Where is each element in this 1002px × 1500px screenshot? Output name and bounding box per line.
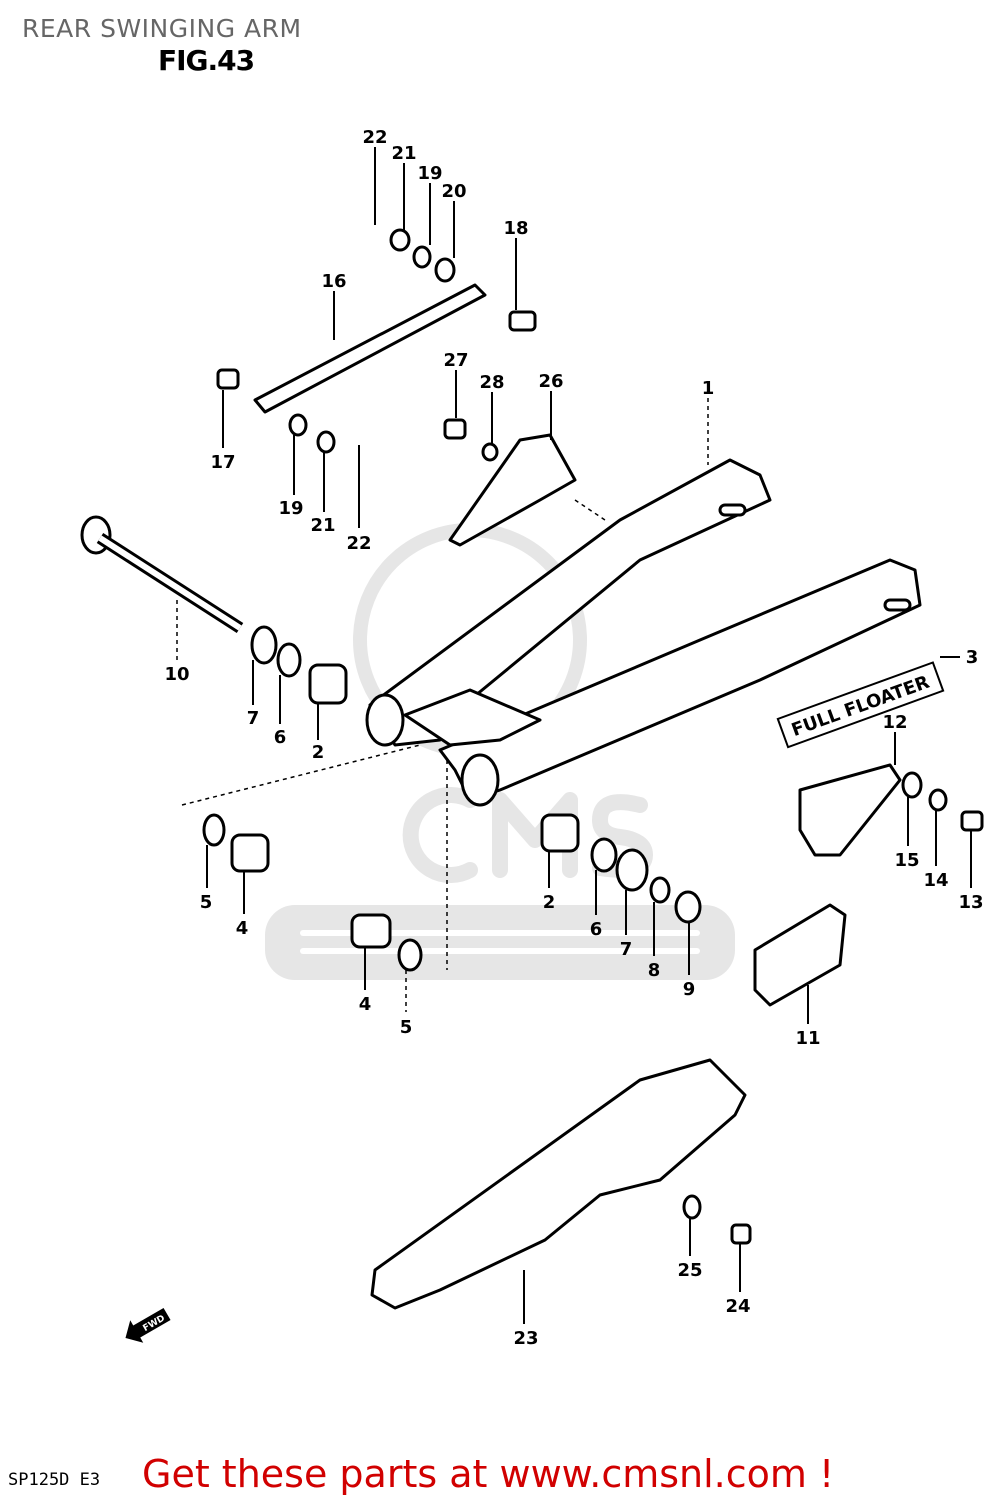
callout: 22 <box>362 127 387 148</box>
callout: 6 <box>274 727 287 748</box>
callout: 4 <box>236 918 249 939</box>
callout: 12 <box>882 712 907 733</box>
callout: 18 <box>503 218 528 239</box>
callout: 23 <box>513 1328 538 1349</box>
leader-lines <box>176 147 972 1324</box>
callout: 7 <box>247 708 260 729</box>
bracket[interactable] <box>448 433 577 547</box>
callout: 20 <box>441 181 466 202</box>
washers-bushings[interactable] <box>202 228 984 1245</box>
callout: 17 <box>210 452 235 473</box>
callout: 4 <box>359 994 372 1015</box>
callout: 19 <box>278 498 303 519</box>
callout: 5 <box>400 1017 413 1038</box>
callout: 2 <box>543 892 556 913</box>
callout: 15 <box>894 850 919 871</box>
callout: 19 <box>417 163 442 184</box>
callout: 25 <box>677 1260 702 1281</box>
torque-rod[interactable] <box>253 283 487 414</box>
figure-number: FIG.43 <box>158 44 255 77</box>
chain-plate[interactable] <box>753 903 847 1007</box>
diagram-title: REAR SWINGING ARM <box>22 14 302 43</box>
callout: 1 <box>702 378 715 399</box>
callout: 14 <box>923 870 948 891</box>
promo-link[interactable]: Get these parts at www.cmsnl.com ! <box>142 1452 835 1496</box>
full-floater-decal: FULL FLOATER <box>776 661 945 749</box>
callout: 22 <box>346 533 371 554</box>
callout: 5 <box>200 892 213 913</box>
callout: 8 <box>648 960 661 981</box>
callout: 7 <box>620 939 633 960</box>
callout: 16 <box>321 271 346 292</box>
fwd-arrow-icon: FWD <box>125 1307 171 1343</box>
callout: 10 <box>164 664 189 685</box>
chain-guide[interactable] <box>798 763 902 857</box>
callout: 21 <box>391 143 416 164</box>
callout: 21 <box>310 515 335 536</box>
callout: 13 <box>958 892 983 913</box>
callout: 2 <box>312 742 325 763</box>
callout: 28 <box>479 372 504 393</box>
callout: 6 <box>590 919 603 940</box>
callout: 3 <box>966 647 979 668</box>
callout: 27 <box>443 350 468 371</box>
diagram-code: SP125D E3 <box>8 1470 101 1490</box>
pivot-shaft[interactable] <box>80 515 244 634</box>
chain-case[interactable] <box>370 1058 747 1310</box>
swing-arm[interactable] <box>365 458 922 807</box>
callout: 11 <box>795 1028 820 1049</box>
watermark-url-band <box>265 905 735 980</box>
callout: 26 <box>538 371 563 392</box>
callout-numbers: 22 21 19 20 18 16 27 28 26 1 17 19 21 22… <box>164 127 983 1349</box>
callout: 9 <box>683 979 696 1000</box>
callout: 24 <box>725 1296 750 1317</box>
